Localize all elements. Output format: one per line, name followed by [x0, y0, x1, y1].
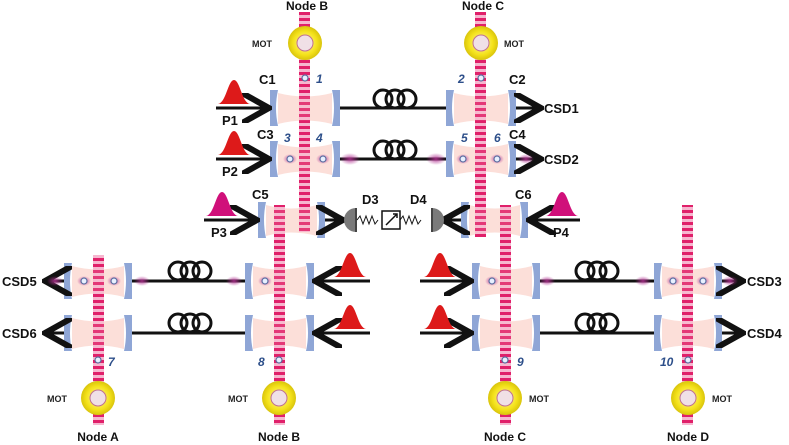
detector-d4-icon — [431, 208, 444, 232]
output-label-csd4: CSD4 — [747, 326, 782, 341]
pulse-lower-left-upper-icon — [334, 253, 366, 277]
output-label-csd2: CSD2 — [544, 152, 579, 167]
pulse-lower-left-lower-icon — [334, 305, 366, 329]
mot-label-d: MOT — [712, 394, 732, 404]
atom-number-2: 2 — [457, 72, 465, 86]
node-c-bottom-label: Node C — [484, 430, 526, 444]
pulse-p2-icon — [218, 131, 250, 155]
pulse-lower-right-lower-icon — [424, 305, 456, 329]
atom-number-5: 5 — [461, 131, 468, 145]
node-b-bottom-label: Node B — [258, 430, 300, 444]
output-label-csd1: CSD1 — [544, 101, 579, 116]
atom-number-8: 8 — [258, 355, 265, 369]
cavity-label-c1: C1 — [259, 72, 276, 87]
mot-node-b-top — [288, 26, 322, 60]
cavity-c5 — [258, 202, 325, 238]
detector-label-d4: D4 — [410, 192, 427, 207]
pulse-p1-icon — [218, 80, 250, 104]
output-label-csd6: CSD6 — [2, 326, 37, 341]
detector-d3-icon — [344, 208, 357, 232]
mot-node-b-bottom — [262, 381, 296, 415]
atom-number-7: 7 — [108, 355, 116, 369]
node-c-top-label: Node C — [462, 0, 504, 13]
output-label-csd3: CSD3 — [747, 274, 782, 289]
fiber-c1-c2 — [340, 88, 446, 110]
mot-node-a — [81, 381, 115, 415]
fiber-lower-right-lower — [540, 312, 654, 335]
mot-node-c-bottom — [488, 381, 522, 415]
cavity-label-c3: C3 — [257, 127, 274, 142]
atom-number-10: 10 — [660, 355, 674, 369]
pulse-p4-icon — [546, 192, 578, 216]
cavity-c6 — [461, 202, 528, 238]
mot-label-b-top: MOT — [252, 39, 272, 49]
mot-node-d — [671, 381, 705, 415]
output-label-csd5: CSD5 — [2, 274, 37, 289]
mot-node-c-top — [464, 26, 498, 60]
fiber-lower-left-lower — [132, 312, 245, 335]
io-arrows — [48, 108, 740, 333]
pulse-lower-right-upper-icon — [424, 253, 456, 277]
detector-label-d3: D3 — [362, 192, 379, 207]
node-d-label: Node D — [667, 430, 709, 444]
node-b-top-label: Node B — [286, 0, 328, 13]
mot-label-a: MOT — [47, 394, 67, 404]
pulse-label-p2: P2 — [222, 164, 238, 179]
pulse-label-p4: P4 — [553, 225, 570, 240]
atom-number-4: 4 — [315, 131, 323, 145]
mot-label-c-bottom: MOT — [529, 394, 549, 404]
atoms — [80, 74, 707, 364]
mot-label-b-bottom: MOT — [228, 394, 248, 404]
pulse-label-p1: P1 — [222, 113, 238, 128]
atom-number-3: 3 — [284, 131, 291, 145]
cavity-label-c6: C6 — [515, 187, 532, 202]
node-a-label: Node A — [77, 430, 119, 444]
cavity-label-c2: C2 — [509, 72, 526, 87]
pulse-label-p3: P3 — [211, 225, 227, 240]
coincidence-circuit — [356, 210, 422, 230]
pulse-p3-icon — [206, 192, 238, 216]
atom-number-9: 9 — [517, 355, 524, 369]
mot-label-c-top: MOT — [504, 39, 524, 49]
cavity-label-c4: C4 — [509, 127, 526, 142]
cavity-label-c5: C5 — [252, 187, 269, 202]
atom-number-6: 6 — [494, 131, 501, 145]
atom-number-1: 1 — [316, 72, 323, 86]
